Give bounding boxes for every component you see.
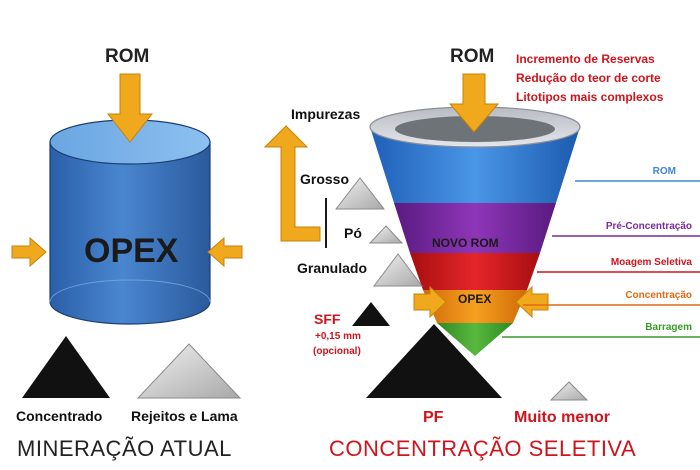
opex-label-left: OPEX bbox=[84, 232, 179, 270]
note-2: Redução do teor de corte bbox=[516, 71, 661, 85]
right-title: CONCENTRAÇÃO SELETIVA bbox=[329, 436, 637, 461]
sff-label: SFF bbox=[314, 311, 341, 327]
rom-arrow-right bbox=[448, 73, 500, 133]
legend-moagem-seletiva: Moagem Seletiva bbox=[610, 257, 692, 268]
note-3: Litotipos mais complexos bbox=[516, 90, 664, 104]
granulado-label: Granulado bbox=[297, 260, 368, 276]
impurezas-label: Impurezas bbox=[291, 106, 361, 122]
legend-barragem: Barragem bbox=[645, 322, 692, 333]
sff-optional-label: (opcional) bbox=[313, 346, 361, 357]
pf-label: PF bbox=[423, 409, 444, 426]
left-title: MINERAÇÃO ATUAL bbox=[17, 436, 232, 461]
funnel-arrow-left bbox=[413, 285, 447, 319]
concentrado-label: Concentrado bbox=[16, 408, 103, 424]
rejeitos-triangle bbox=[136, 343, 242, 399]
impurities-arrow bbox=[263, 125, 327, 248]
notes-block: Incremento de Reservas Redução do teor d… bbox=[516, 50, 663, 107]
legend-rom: ROM bbox=[652, 166, 676, 177]
sff-size-label: +0,15 mm bbox=[315, 331, 361, 342]
legend-concentracao: Concentração bbox=[625, 290, 692, 301]
funnel-arrow-right bbox=[515, 285, 549, 319]
side-arrow-left bbox=[11, 236, 47, 268]
rom-arrow-left bbox=[106, 73, 154, 143]
legend-pre-concentracao: Pré-Concentração bbox=[605, 221, 692, 232]
note-1: Incremento de Reservas bbox=[516, 52, 655, 66]
muito-menor-triangle bbox=[549, 381, 589, 401]
opex-label-right: OPEX bbox=[458, 292, 492, 306]
granulado-triangle bbox=[373, 253, 423, 287]
rejeitos-label: Rejeitos e Lama bbox=[131, 408, 238, 424]
rom-label-right: ROM bbox=[450, 46, 495, 67]
pf-triangle bbox=[366, 324, 502, 398]
muito-menor-label: Muito menor bbox=[514, 409, 610, 426]
grosso-triangle bbox=[334, 177, 386, 210]
rom-label-left: ROM bbox=[105, 46, 150, 67]
sff-triangle bbox=[352, 302, 390, 326]
funnel bbox=[369, 106, 581, 356]
grosso-label: Grosso bbox=[300, 171, 350, 187]
side-arrow-right bbox=[207, 236, 243, 268]
concentrado-triangle bbox=[22, 336, 110, 398]
legend-lines bbox=[502, 180, 700, 338]
po-triangle bbox=[368, 225, 404, 244]
novo-rom-label: NOVO ROM bbox=[432, 236, 499, 250]
tank bbox=[49, 119, 211, 325]
po-label: Pó bbox=[344, 225, 362, 241]
